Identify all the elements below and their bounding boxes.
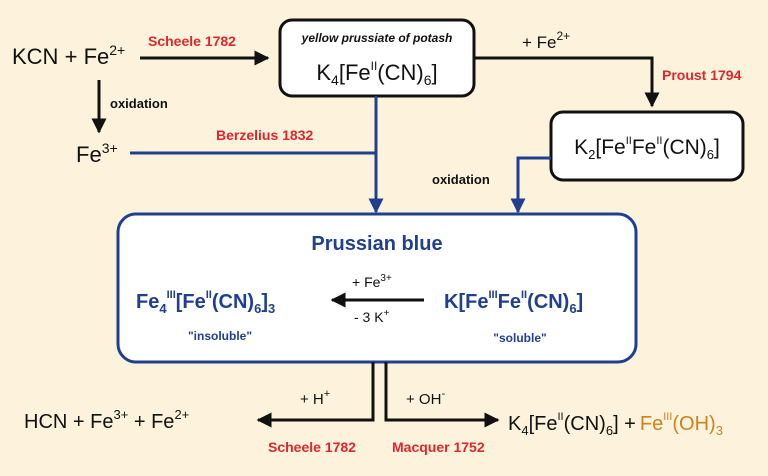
arrow-to-k4 — [384, 362, 500, 428]
label-plus-fe2: + Fe2+ — [522, 29, 570, 52]
label-oxidation-right: oxidation — [432, 172, 490, 187]
label-plus-oh: + OH- — [406, 388, 445, 408]
label-scheele-top: Scheele 1782 — [148, 33, 236, 49]
soluble-note: "soluble" — [493, 331, 546, 345]
k2-box — [549, 110, 745, 182]
kcn-fe2-reactants: KCN + Fe2+ — [12, 42, 125, 69]
k2-formula: K2[FeIIFeII(CN)6] — [574, 135, 720, 162]
arrow-proust — [474, 56, 660, 108]
prussian-blue-title: Prussian blue — [311, 233, 442, 255]
label-proust: Proust 1794 — [662, 67, 742, 83]
label-minus-3k: - 3 K+ — [354, 308, 390, 325]
label-berzelius: Berzelius 1832 — [216, 127, 313, 143]
arrow-oxidation-right — [510, 156, 551, 214]
prussian-blue-box — [116, 212, 638, 364]
label-plus-h: + H+ — [300, 388, 330, 408]
products-right: K4[FeII(CN)6] +FeIII(OH)3 — [508, 411, 723, 438]
insoluble-note: "insoluble" — [188, 329, 252, 343]
label-scheele-bottom: Scheele 1782 — [268, 439, 356, 455]
products-left: HCN + Fe3+ + Fe2+ — [24, 407, 189, 433]
potash-caption: yellow prussiate of potash — [301, 31, 453, 45]
soluble-formula: K[FeIIIFeII(CN)6] — [444, 289, 583, 316]
label-plus-fe3: + Fe3+ — [352, 273, 392, 290]
arrow-to-hcn — [256, 362, 375, 428]
fe3-species: Fe3+ — [76, 140, 118, 167]
insoluble-formula: Fe4III[FeII(CN)6]3 — [136, 289, 275, 316]
label-macquer: Macquer 1752 — [392, 439, 485, 455]
potash-formula: K4[FeII(CN)6] — [316, 59, 437, 88]
label-oxidation-left: oxidation — [110, 96, 168, 111]
